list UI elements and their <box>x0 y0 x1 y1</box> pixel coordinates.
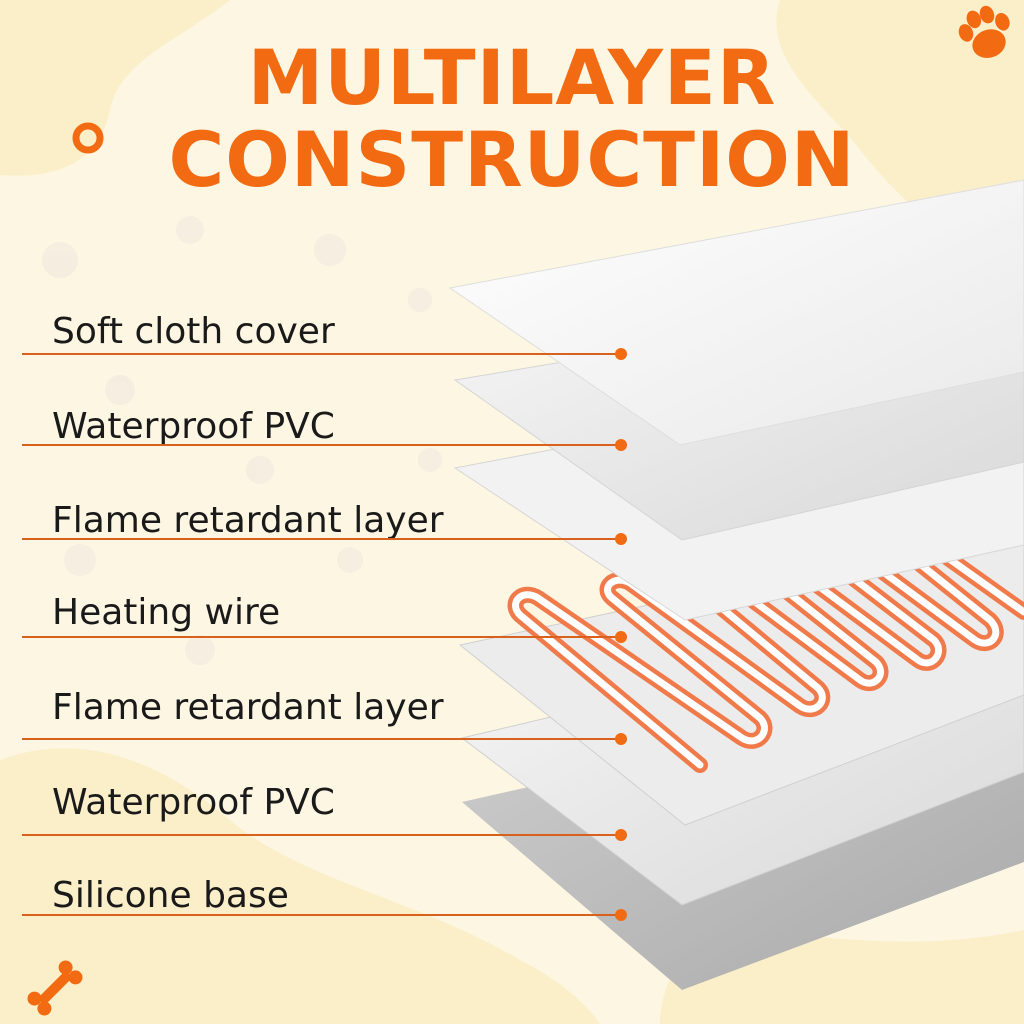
title-line-2: CONSTRUCTION <box>168 115 856 204</box>
title-line-1: MULTILAYER <box>247 33 777 122</box>
label-flame-retardant-bottom: Flame retardant layer <box>52 687 444 728</box>
bone-icon <box>27 960 83 1016</box>
leader-dot <box>615 439 627 451</box>
leader-line <box>22 914 620 916</box>
leader-line <box>22 738 620 740</box>
leader-line <box>22 636 620 638</box>
leader-dot <box>615 909 627 921</box>
leader-line <box>22 538 620 540</box>
label-waterproof-pvc-bottom: Waterproof PVC <box>52 782 335 823</box>
leader-dot <box>615 533 627 545</box>
sheet-soft-cloth-cover <box>448 179 1024 446</box>
label-heating-wire: Heating wire <box>52 592 281 633</box>
ring-decoration <box>72 122 104 154</box>
leader-line <box>22 353 620 355</box>
leader-dot <box>615 733 627 745</box>
label-silicone-base: Silicone base <box>52 875 289 916</box>
leader-dot <box>615 348 627 360</box>
background-pattern <box>42 216 442 665</box>
leader-dot <box>615 829 627 841</box>
paw-icon <box>958 5 1010 59</box>
leader-line <box>22 444 620 446</box>
heating-wire <box>507 537 1024 773</box>
leader-dot <box>615 631 627 643</box>
label-waterproof-pvc-top: Waterproof PVC <box>52 406 335 447</box>
label-flame-retardant-top: Flame retardant layer <box>52 500 444 541</box>
label-soft-cloth-cover: Soft cloth cover <box>52 311 335 352</box>
leader-line <box>22 834 620 836</box>
